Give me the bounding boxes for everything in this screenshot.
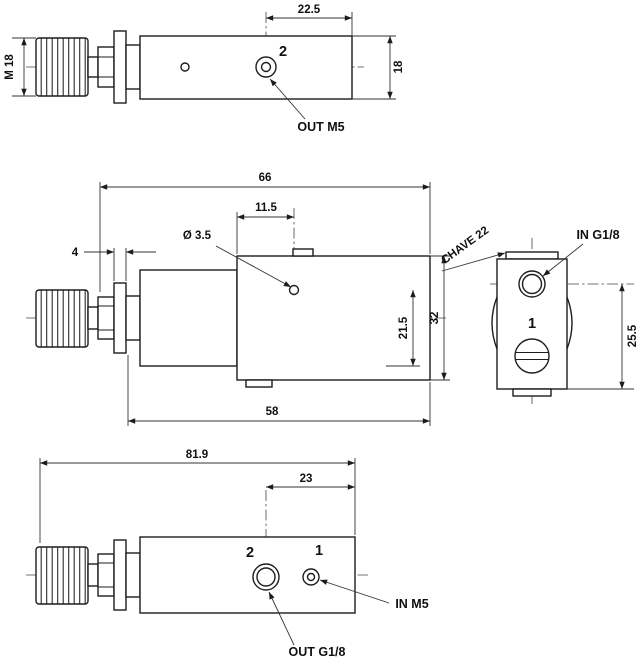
valve-body xyxy=(139,35,353,100)
bottom-boss xyxy=(245,379,273,388)
adjustment-screw xyxy=(514,338,550,374)
screw-head-circle xyxy=(514,338,550,374)
lock-nut-flats xyxy=(98,305,114,331)
in-g18-leader xyxy=(542,243,584,277)
dim-4: 4 xyxy=(72,247,79,259)
side-view-parts xyxy=(491,251,573,397)
top-view: M 18 22.5 18 2 OUT M5 xyxy=(4,4,405,134)
spacer xyxy=(125,552,141,598)
top-view-dimension-lines xyxy=(12,12,396,120)
dim-32: 32 xyxy=(429,312,441,325)
bottom-view-dimension-lines xyxy=(39,458,390,646)
knob-collar xyxy=(87,56,99,78)
port-1-inner-circle xyxy=(521,273,543,295)
spacer xyxy=(125,44,141,90)
out-m5-label: OUT M5 xyxy=(297,120,344,134)
knob-collar xyxy=(87,306,99,330)
port-1-outer-circle xyxy=(302,568,320,586)
front-view-dimension-lines xyxy=(84,182,450,426)
port-1-inner-circle xyxy=(306,572,316,582)
hole-dia-leader xyxy=(215,245,292,288)
in-m5-leader xyxy=(319,579,390,604)
port-1-outer-circle xyxy=(518,270,546,298)
dim-81-9: 81.9 xyxy=(186,449,208,461)
top-view-parts xyxy=(35,30,353,104)
spacer xyxy=(125,295,141,341)
port-2-inner-circle xyxy=(260,61,272,73)
port-2-number: 2 xyxy=(246,545,254,561)
bottom-view-parts xyxy=(35,536,356,614)
screw-slot xyxy=(515,352,549,360)
chave-leader xyxy=(441,252,506,272)
lock-nut xyxy=(97,46,115,88)
valve-block xyxy=(236,255,431,381)
body-neck xyxy=(139,269,238,367)
hole-3-5 xyxy=(288,284,300,296)
lock-nut-flats xyxy=(98,56,114,78)
top-plate xyxy=(505,251,559,260)
bottom-plate xyxy=(512,388,552,397)
lock-nut xyxy=(97,296,115,340)
port-1-number: 1 xyxy=(528,316,536,332)
side-view: CHAVE 22 IN G1/8 1 25.5 xyxy=(439,224,639,404)
mounting-flange xyxy=(113,282,127,354)
mounting-hole xyxy=(180,62,190,72)
out-g18-label: OUT G1/8 xyxy=(289,645,346,659)
dim-58: 58 xyxy=(266,406,279,418)
port-2-number: 2 xyxy=(279,44,287,60)
adjustment-knob xyxy=(35,546,89,605)
top-boss xyxy=(292,248,314,257)
port-1 xyxy=(518,270,546,298)
front-view: 66 11.5 Ø 3.5 4 21.5 32 58 xyxy=(26,172,450,426)
hole-diameter-label: Ø 3.5 xyxy=(183,230,212,242)
side-view-dimension-lines xyxy=(441,243,634,390)
in-g18-label: IN G1/8 xyxy=(576,228,619,242)
in-m5-label: IN M5 xyxy=(395,597,428,611)
dim-25-5: 25.5 xyxy=(627,324,639,347)
dim-18: 18 xyxy=(393,60,405,73)
lock-nut-flats xyxy=(98,562,114,588)
port-1-number: 1 xyxy=(315,543,323,559)
out-g18-leader xyxy=(268,591,295,646)
out-m5-leader xyxy=(269,78,306,120)
port-2-outer-circle xyxy=(255,56,277,78)
adjustment-knob xyxy=(35,37,89,97)
port-2 xyxy=(252,563,280,591)
lock-nut xyxy=(97,553,115,597)
knob-collar xyxy=(87,563,99,587)
hex-flat-right xyxy=(566,296,573,350)
dim-21-5: 21.5 xyxy=(398,316,410,339)
port-2-outer-circle xyxy=(252,563,280,591)
dim-11-5: 11.5 xyxy=(255,202,277,214)
thread-size-label: M 18 xyxy=(4,54,16,80)
front-view-parts xyxy=(35,248,431,388)
bottom-view: 81.9 23 2 1 IN M5 OUT G1/8 xyxy=(26,449,429,659)
hex-flat-left xyxy=(491,296,498,350)
dim-66: 66 xyxy=(259,172,272,184)
port-2-inner-circle xyxy=(256,567,276,587)
mounting-flange xyxy=(113,539,127,611)
port-1 xyxy=(302,568,320,586)
port-2 xyxy=(255,56,277,78)
adjustment-knob xyxy=(35,289,89,348)
dim-22-5: 22.5 xyxy=(298,4,321,16)
wrench-size-label: CHAVE 22 xyxy=(439,224,491,266)
mounting-flange xyxy=(113,30,127,104)
dim-23: 23 xyxy=(300,473,313,485)
